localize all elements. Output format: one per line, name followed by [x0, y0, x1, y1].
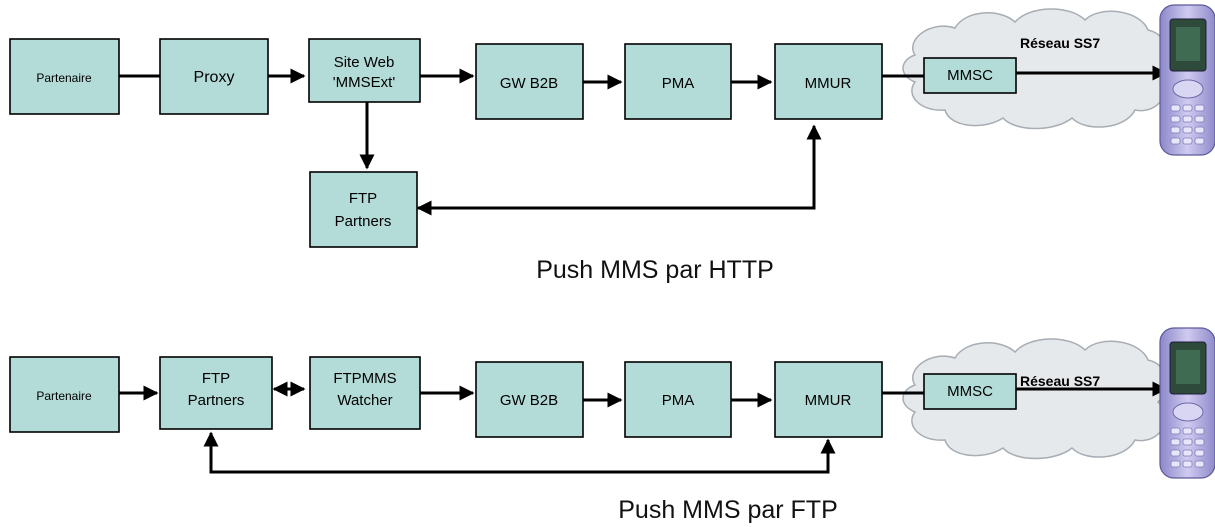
node-mmsc: MMSC	[923, 57, 1017, 94]
node-mmur: MMUR	[774, 361, 883, 438]
svg-text:'MMSExt': 'MMSExt'	[333, 74, 396, 91]
diagram-ftp: Réseau SS7 Partenaire FTP Partners FTPMM…	[9, 327, 1215, 524]
svg-text:Proxy: Proxy	[194, 69, 235, 86]
svg-text:FTP: FTP	[202, 370, 230, 387]
node-partenaire: Partenaire	[9, 38, 120, 115]
svg-text:Partenaire: Partenaire	[36, 71, 92, 85]
svg-text:Partners: Partners	[335, 213, 392, 230]
svg-text:Partners: Partners	[188, 392, 245, 409]
node-gw-b2b: GW B2B	[475, 43, 584, 120]
svg-text:FTP: FTP	[349, 190, 377, 207]
svg-text:FTPMMS: FTPMMS	[333, 370, 396, 387]
svg-text:GW B2B: GW B2B	[500, 75, 558, 92]
node-mmur: MMUR	[774, 43, 883, 120]
svg-text:PMA: PMA	[662, 392, 695, 409]
mobile-phone-icon	[1159, 4, 1215, 156]
node-ftp-partners: FTP Partners	[159, 356, 273, 430]
svg-text:MMUR: MMUR	[805, 392, 852, 409]
node-mmsc: MMSC	[923, 373, 1017, 410]
network-label: Réseau SS7	[1020, 35, 1100, 51]
mobile-phone-icon	[1159, 327, 1215, 479]
network-label: Réseau SS7	[1020, 373, 1100, 389]
node-ftp-partners: FTP Partners	[309, 171, 418, 248]
caption-http: Push MMS par HTTP	[536, 256, 774, 284]
svg-text:Watcher: Watcher	[337, 392, 392, 409]
svg-text:PMA: PMA	[662, 75, 695, 92]
node-ftpmms-watcher: FTPMMS Watcher	[309, 356, 421, 430]
node-pma: PMA	[624, 361, 732, 438]
node-proxy: Proxy	[159, 38, 269, 115]
svg-text:Partenaire: Partenaire	[36, 389, 92, 403]
node-site-web: Site Web 'MMSExt'	[308, 38, 421, 103]
node-partenaire: Partenaire	[9, 356, 120, 433]
arrow-ftp-mmur-loop	[203, 431, 836, 474]
arrow-mmur-ftp-loop	[416, 124, 822, 216]
svg-text:MMSC: MMSC	[947, 383, 993, 400]
node-pma: PMA	[624, 43, 732, 120]
caption-ftp: Push MMS par FTP	[618, 496, 838, 524]
svg-text:MMUR: MMUR	[805, 75, 852, 92]
node-gw-b2b: GW B2B	[475, 361, 584, 438]
svg-text:MMSC: MMSC	[947, 67, 993, 84]
svg-text:Site Web: Site Web	[334, 54, 395, 71]
svg-text:GW B2B: GW B2B	[500, 392, 558, 409]
diagram-http: Réseau SS7 Partenaire Proxy Site Web 'MM…	[9, 4, 1215, 284]
